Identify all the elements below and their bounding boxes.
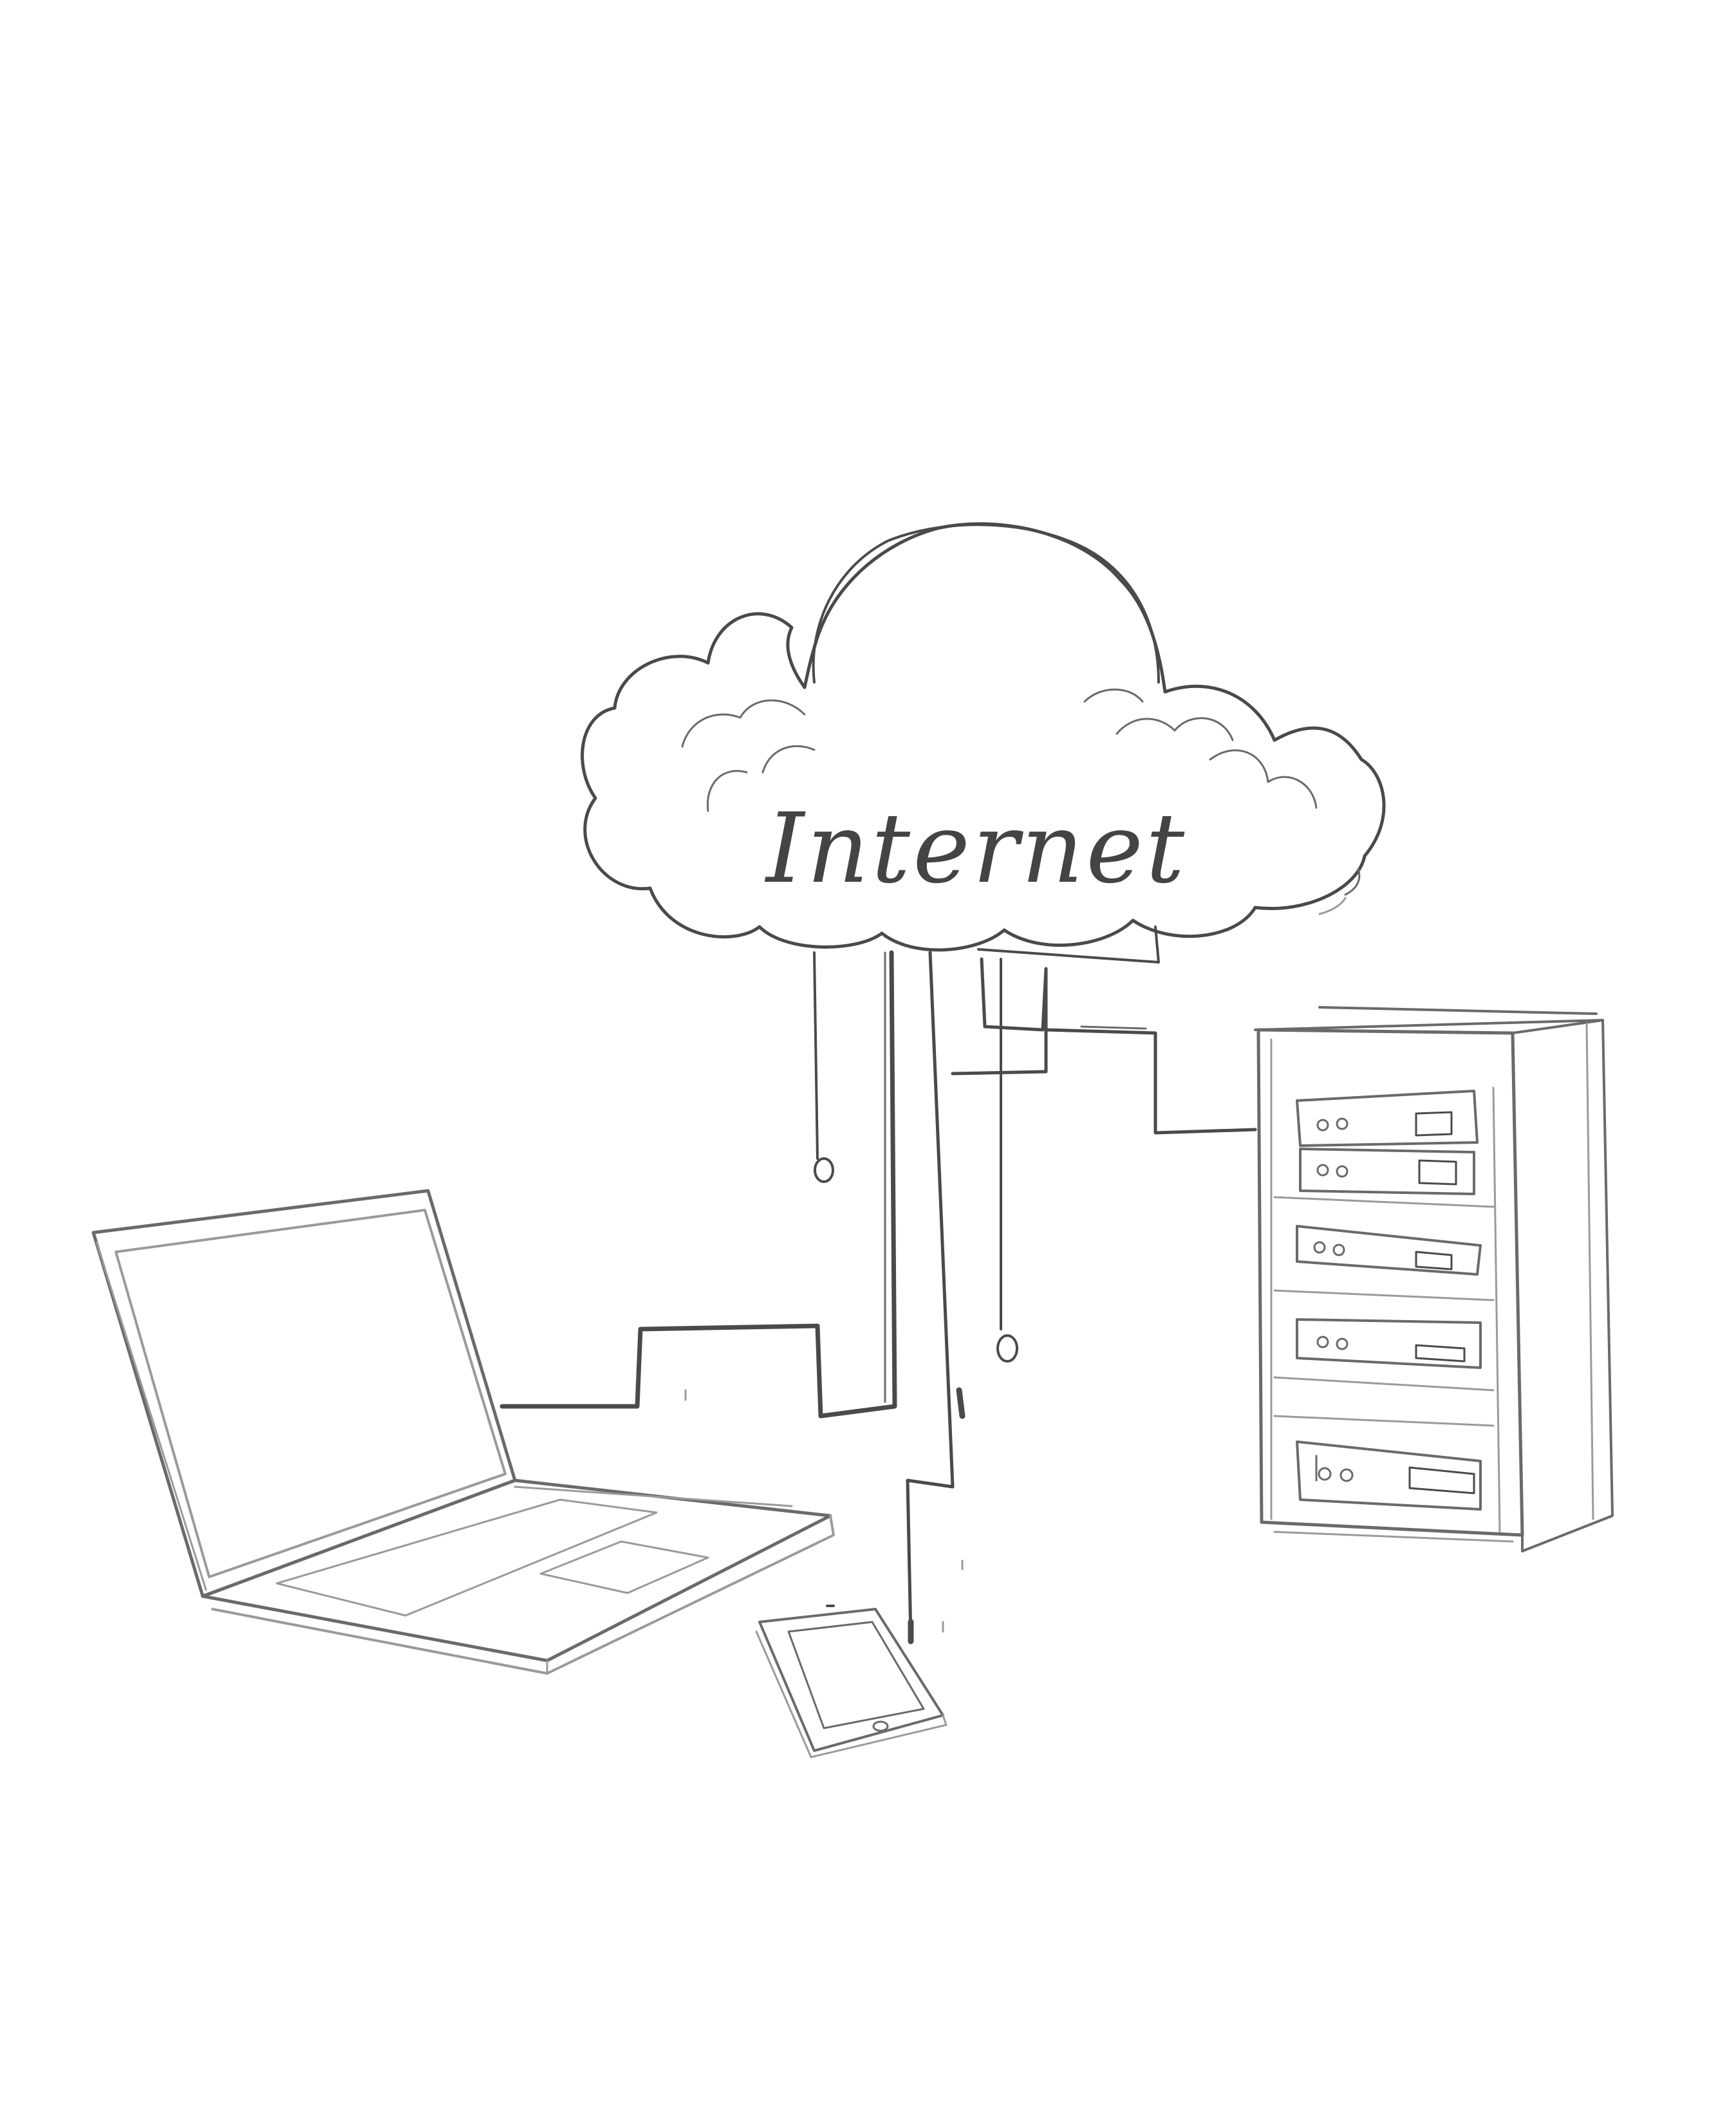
cloud-icon <box>581 522 1386 964</box>
server-unit <box>1296 1090 1479 1147</box>
cloud-label: Internet <box>764 793 1187 905</box>
server-rack-icon <box>1254 1006 1614 1552</box>
server-unit <box>1296 1318 1482 1369</box>
laptop-icon <box>91 1189 835 1675</box>
tablet-icon <box>755 1605 947 1758</box>
network-cables <box>499 950 1257 1644</box>
server-unit <box>1296 1440 1482 1511</box>
server-unit <box>1299 1148 1475 1195</box>
server-unit <box>1296 1225 1482 1276</box>
